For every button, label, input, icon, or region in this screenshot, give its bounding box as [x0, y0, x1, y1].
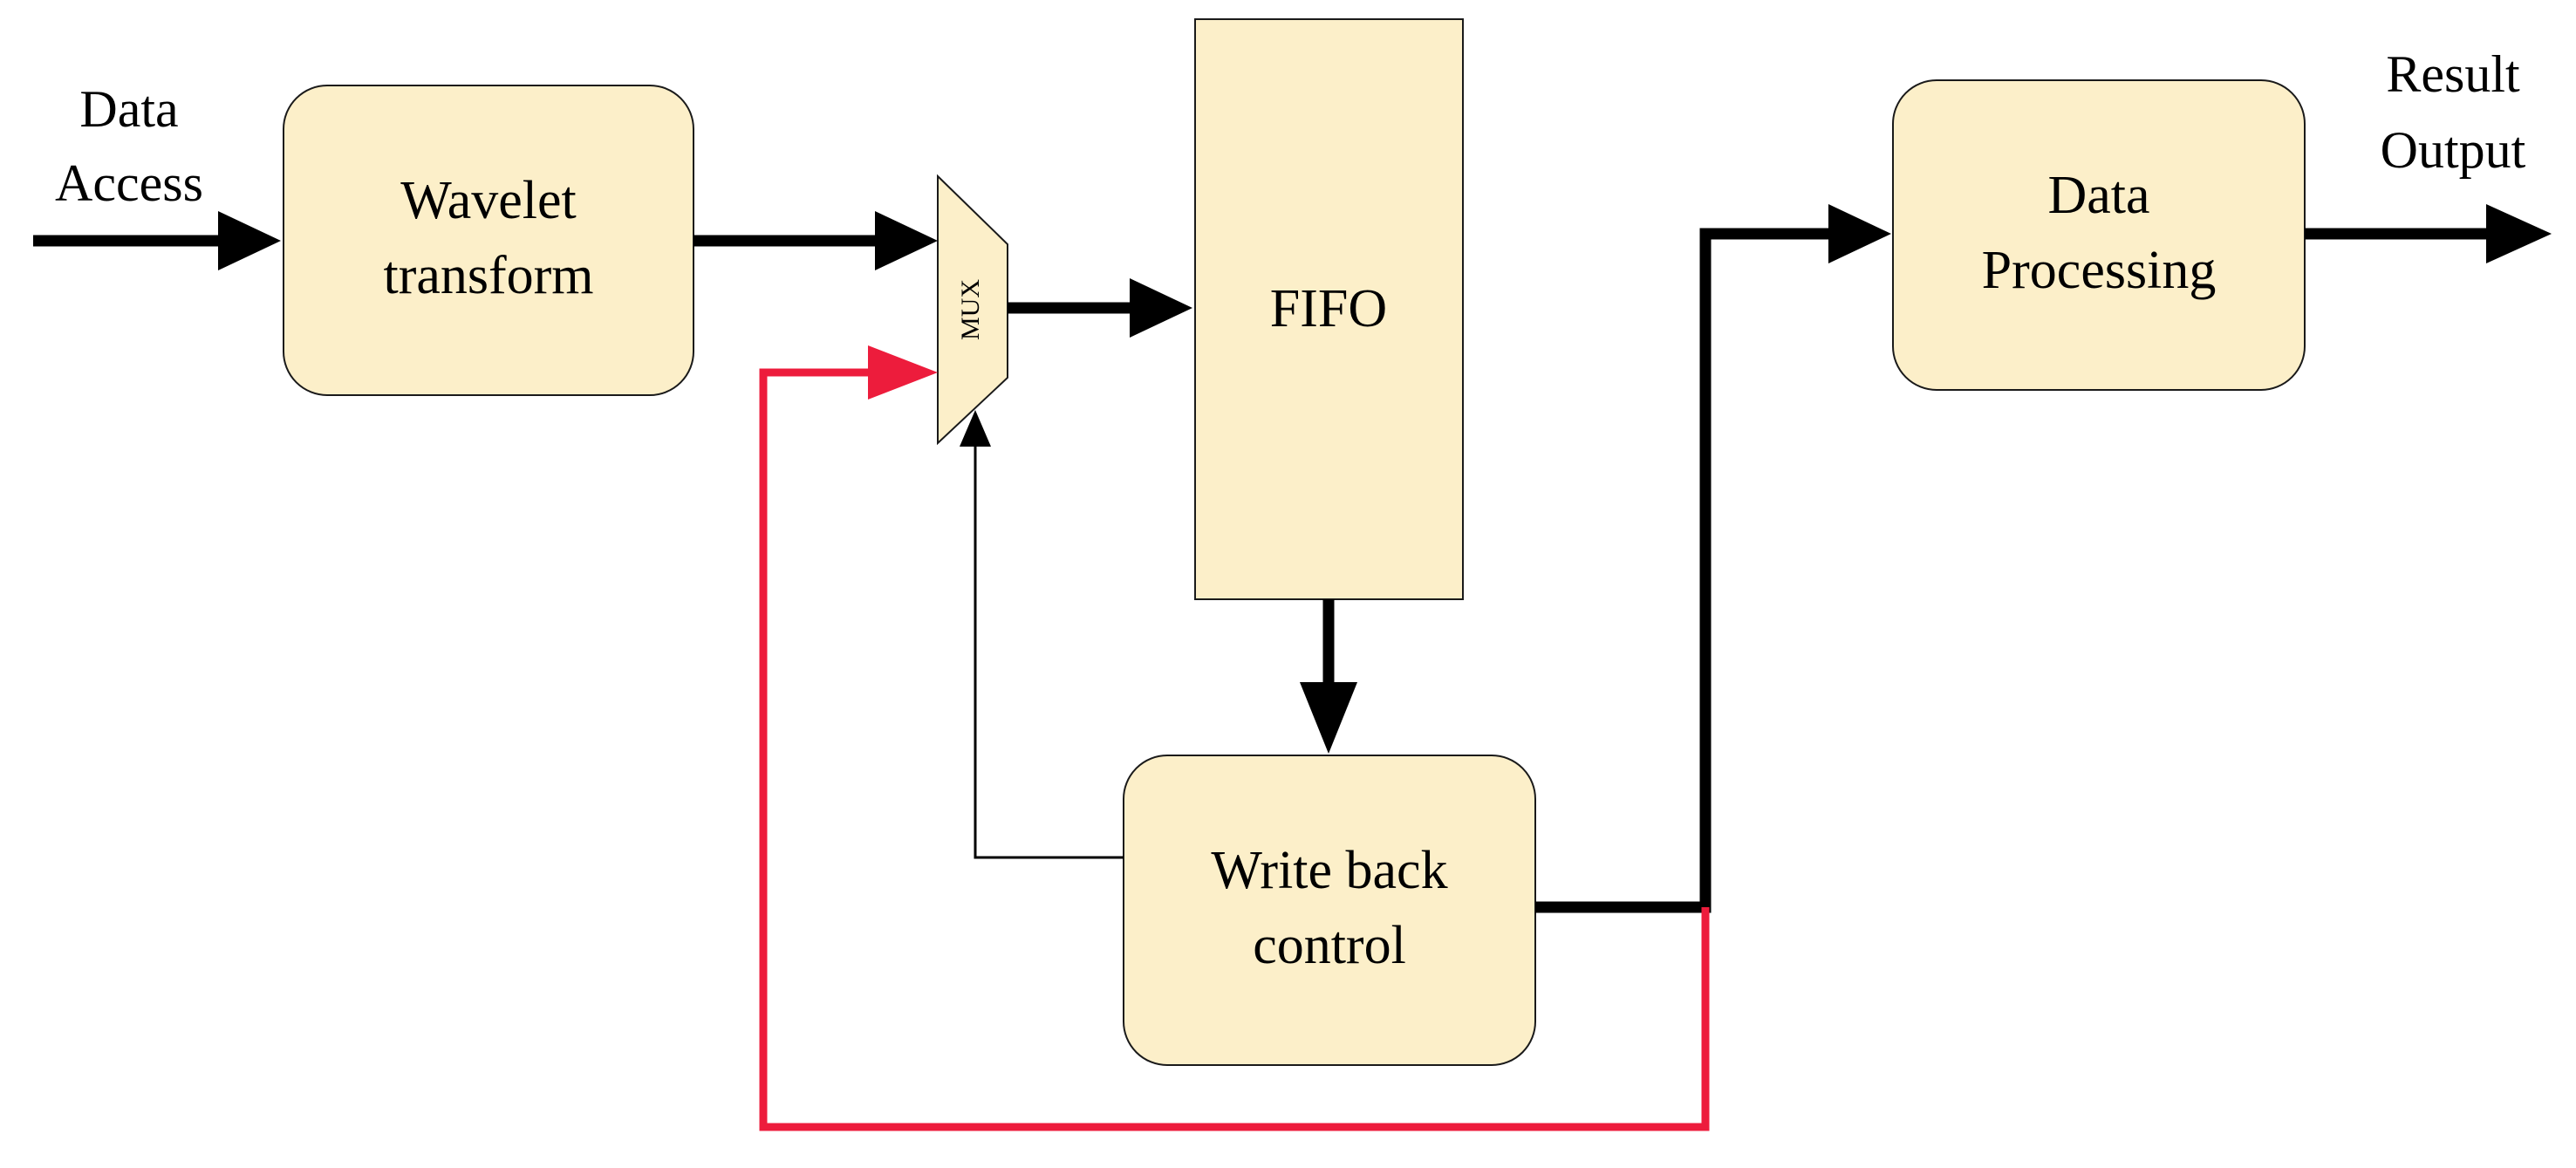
- result-output-label-line2: Output: [2381, 121, 2526, 179]
- result-output-label-line1: Result: [2386, 45, 2520, 103]
- write-back-input-arrowhead: [1300, 682, 1357, 754]
- data-access-label-line2: Access: [55, 154, 203, 212]
- mux-select-line: [974, 445, 1124, 859]
- write-back-label-line1: Write back: [1211, 841, 1447, 900]
- write-back-label-line2: control: [1253, 916, 1406, 975]
- fifo-block: [1194, 18, 1464, 600]
- result-output-arrowhead: [2486, 204, 2552, 263]
- processing-label-line2: Processing: [1982, 241, 2217, 300]
- feedback-path: [759, 368, 1710, 1131]
- wavelet-transform-block: [283, 85, 694, 396]
- wavelet-label-line2: transform: [383, 246, 593, 305]
- wavelet-label-line1: Wavelet: [400, 171, 577, 230]
- fifo-input-arrowhead: [1130, 278, 1192, 338]
- mux-label: MUX: [956, 279, 985, 340]
- mux-select-arrowhead: [960, 410, 991, 447]
- data-processing-block: [1892, 79, 2306, 391]
- fifo-label: FIFO: [1270, 279, 1387, 338]
- write-back-to-processing-line: [1535, 228, 1830, 913]
- data-paths: [33, 228, 2488, 913]
- processing-label-line1: Data: [2047, 166, 2149, 225]
- mux-input-arrowhead: [875, 211, 938, 270]
- data-access-arrowhead: [218, 211, 281, 270]
- mux-block: [937, 174, 1008, 446]
- feedback-arrowhead: [868, 345, 938, 400]
- arrowheads: [218, 204, 2552, 754]
- data-access-label-line1: Data: [79, 80, 178, 138]
- write-back-control-block: [1123, 755, 1536, 1066]
- processing-input-arrowhead: [1828, 204, 1891, 263]
